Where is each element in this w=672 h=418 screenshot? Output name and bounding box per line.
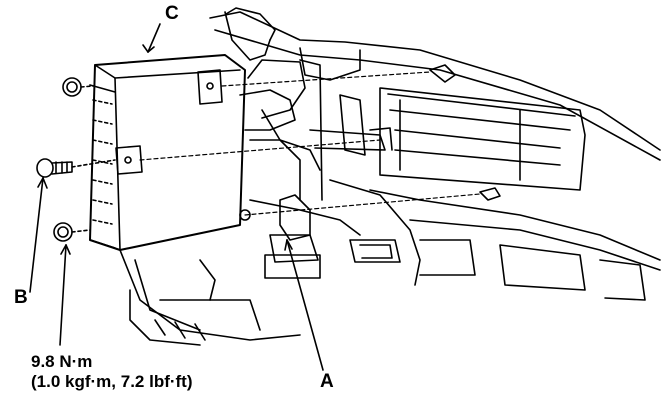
leader-lines (29, 23, 324, 371)
nut-lower (53, 222, 91, 242)
callout-a: A (320, 371, 334, 392)
callout-b: B (14, 287, 28, 308)
bolt-b (36, 158, 116, 178)
callout-c: C (165, 3, 179, 24)
dashboard-structure (119, 7, 661, 346)
nut-upper (62, 77, 94, 97)
torque-value: 9.8 N·m (31, 352, 93, 371)
torque-alt-units: (1.0 kgf·m, 7.2 lbf·ft) (31, 372, 193, 391)
guide-lines (139, 71, 481, 216)
torque-spec: 9.8 N·m (1.0 kgf·m, 7.2 lbf·ft) (31, 352, 193, 392)
